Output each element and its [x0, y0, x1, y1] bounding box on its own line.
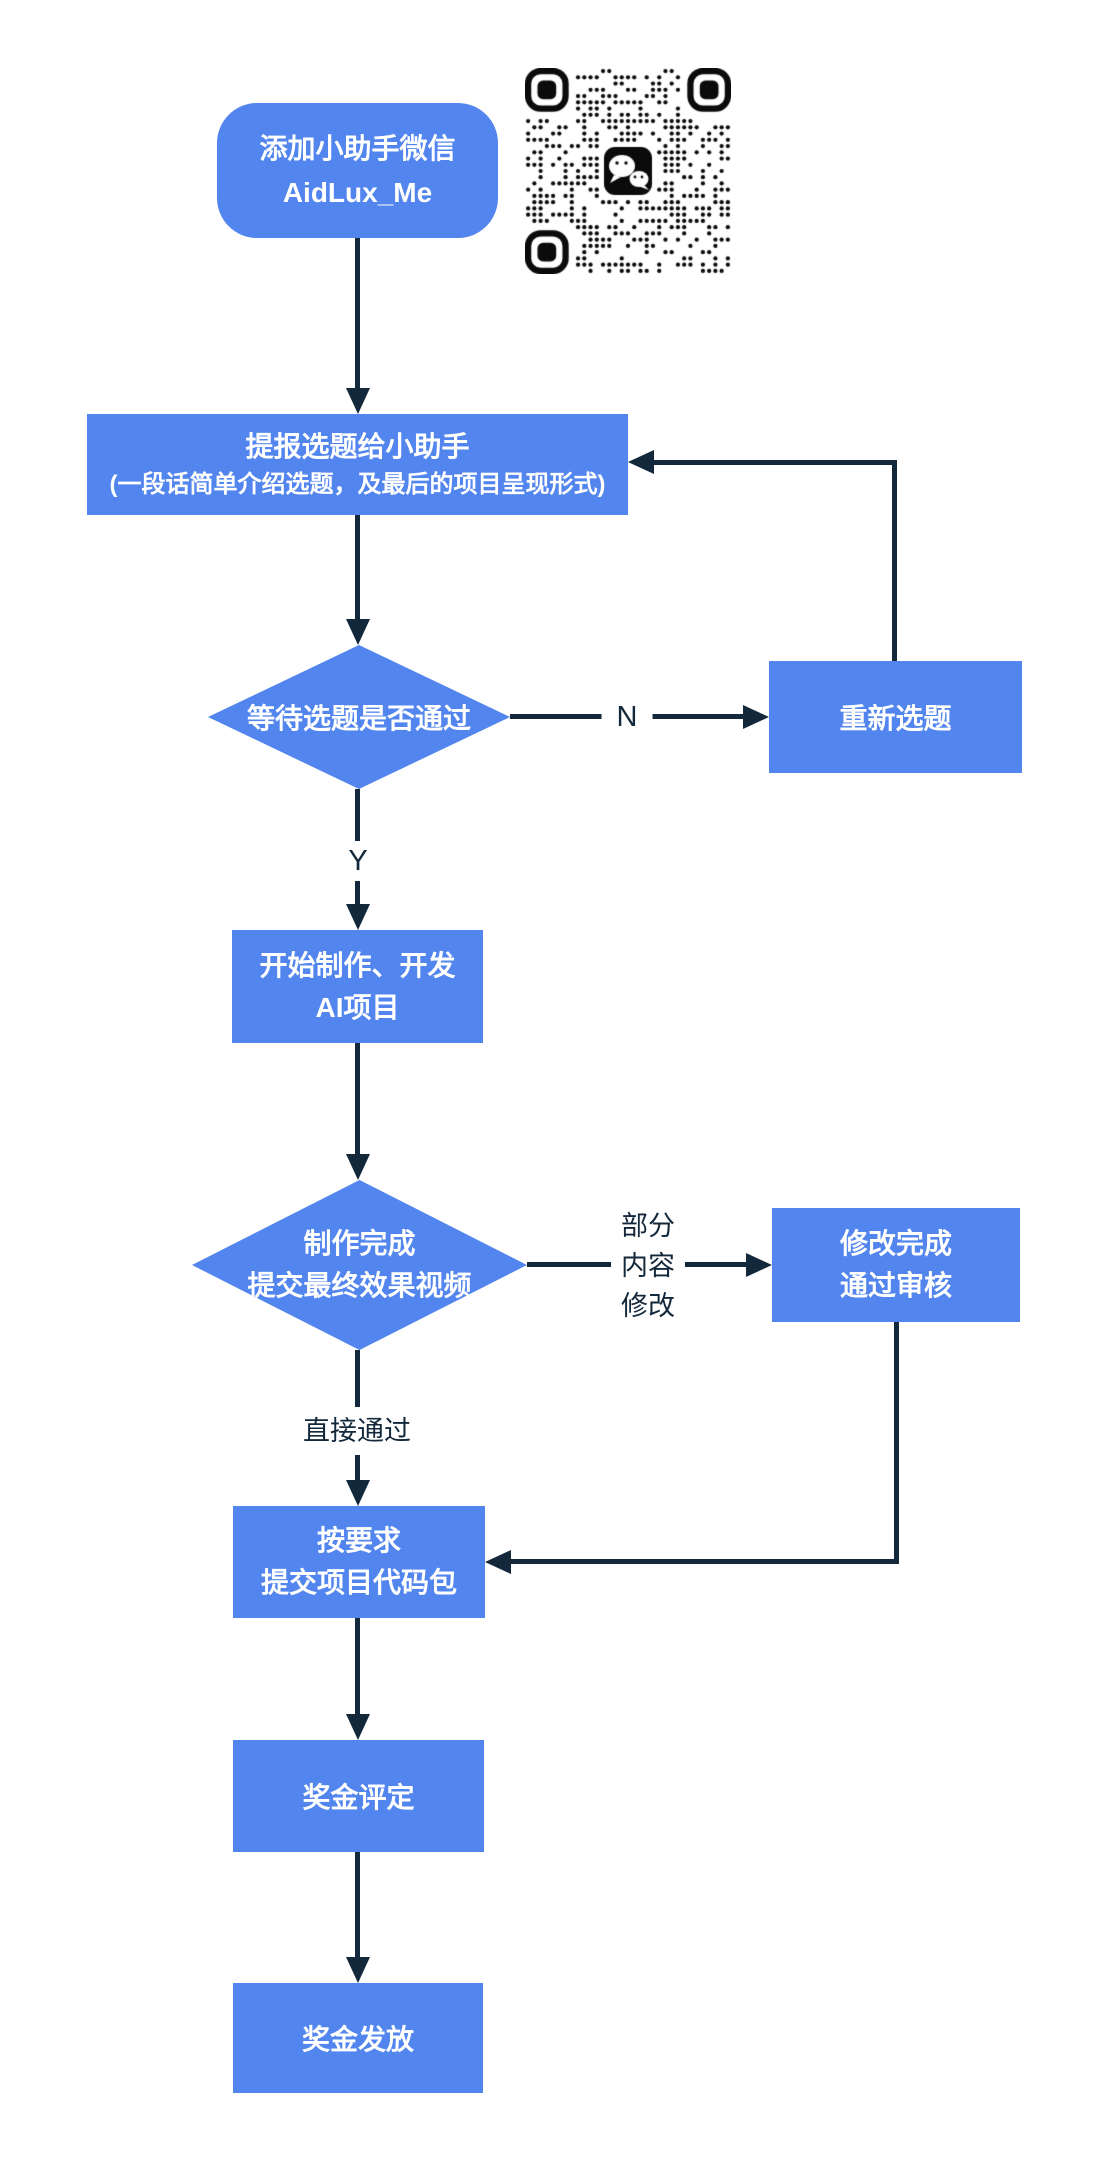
node-text: 开始制作、开发 [259, 949, 456, 981]
node-text: 提报选题给小助手 [245, 430, 470, 462]
edge-line [355, 1043, 360, 1155]
node-text: 奖金发放 [301, 2024, 414, 2055]
arrowhead-down-icon [346, 388, 370, 414]
edge-line [355, 1618, 360, 1715]
node-text: (一段话简单介绍选题，及最后的项目呈现形式) [109, 470, 606, 498]
arrowhead-down-icon [346, 1154, 370, 1180]
arrowhead-down-icon [346, 1714, 370, 1740]
arrowhead-down-icon [346, 904, 370, 930]
node-submit-code-package: 按要求 提交项目代码包 [233, 1506, 485, 1618]
arrowhead-right-icon [743, 705, 769, 729]
arrowhead-left-icon [628, 450, 654, 474]
edge-label-line: 修改 [621, 1291, 675, 1321]
decision-wait-topic-approval: 等待选题是否通过 [208, 645, 510, 789]
edge-label-direct-pass: 直接通过 [291, 1407, 423, 1455]
arrowhead-down-icon [346, 1957, 370, 1983]
node-text: AidLux_Me [282, 176, 433, 208]
node-text: AI项目 [315, 991, 400, 1023]
node-modification-approved: 修改完成 通过审核 [772, 1208, 1020, 1322]
arrowhead-down-icon [346, 619, 370, 645]
node-bonus-payout: 奖金发放 [233, 1983, 483, 2093]
node-bonus-review: 奖金评定 [233, 1740, 484, 1852]
node-submit-topic: 提报选题给小助手 (一段话简单介绍选题，及最后的项目呈现形式) [87, 414, 628, 515]
node-text: 修改完成 [839, 1228, 952, 1259]
edge-label-partial-modify: 部分 内容 修改 [611, 1204, 685, 1328]
edge-line [654, 460, 897, 465]
edge-line [355, 238, 360, 390]
node-text: 按要求 [316, 1525, 401, 1556]
edge-label-line: 内容 [621, 1251, 675, 1281]
node-add-wechat-assistant: 添加小助手微信 AidLux_Me [217, 103, 498, 238]
node-text: 等待选题是否通过 [246, 703, 471, 734]
edge-line [892, 460, 897, 661]
wechat-qr-code [525, 68, 731, 274]
arrowhead-down-icon [346, 1480, 370, 1506]
node-start-development: 开始制作、开发 AI项目 [232, 930, 483, 1043]
edge-label-line: 部分 [621, 1211, 675, 1241]
edge-line [355, 1852, 360, 1958]
edge-line [894, 1322, 899, 1564]
node-text: 重新选题 [839, 703, 952, 734]
node-text: 提交最终效果视频 [247, 1270, 472, 1301]
node-text: 添加小助手微信 [259, 132, 456, 164]
edge-label-yes: Y [336, 841, 380, 881]
node-text: 制作完成 [303, 1228, 416, 1259]
arrowhead-right-icon [746, 1253, 772, 1277]
arrowhead-left-icon [485, 1550, 511, 1574]
node-text: 奖金评定 [302, 1782, 415, 1813]
node-text: 提交项目代码包 [260, 1567, 457, 1598]
edge-label-no: N [601, 697, 653, 737]
node-text: 通过审核 [839, 1270, 952, 1301]
edge-line [355, 515, 360, 621]
edge-line [509, 1559, 899, 1564]
decision-complete-submit-video: 制作完成 提交最终效果视频 [192, 1180, 527, 1350]
node-renew-topic: 重新选题 [769, 661, 1022, 773]
